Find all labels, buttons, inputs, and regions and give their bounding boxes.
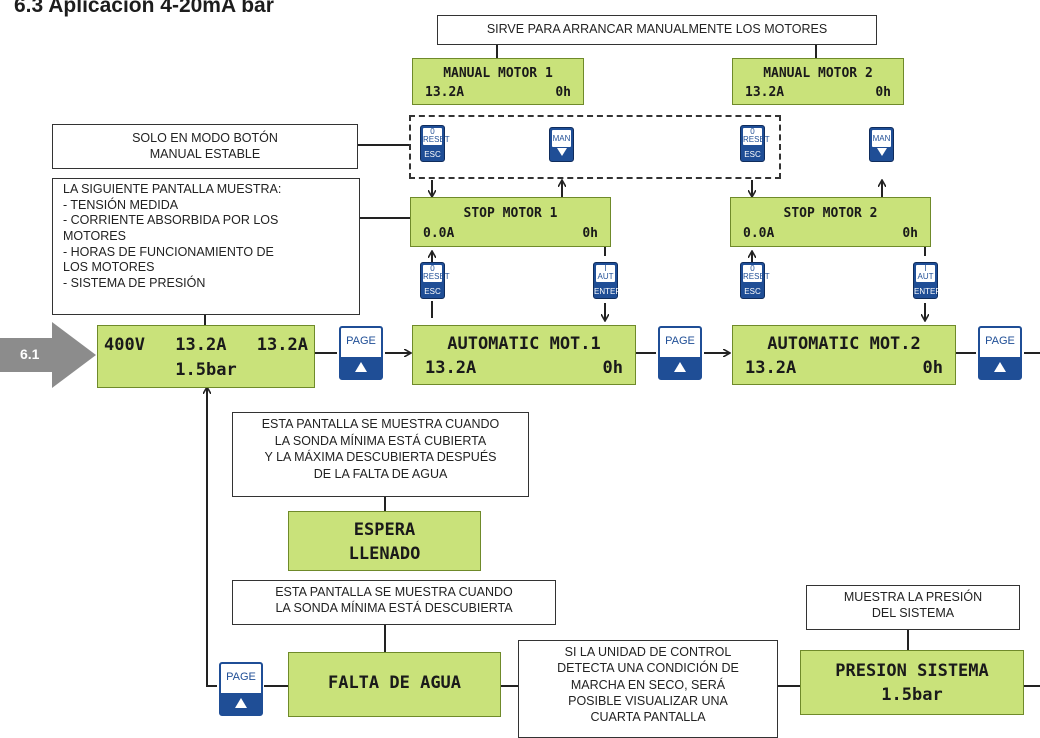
man-button[interactable]: MAN (869, 127, 894, 162)
arrow-up-icon (235, 698, 247, 708)
solo-manual-note: SOLO EN MODO BOTÓN MANUAL ESTABLE (52, 124, 358, 169)
page-button[interactable]: PAGE (658, 326, 702, 380)
seco-note: SI LA UNIDAD DE CONTROL DETECTA UNA COND… (518, 640, 778, 738)
siguiente-note: LA SIGUIENTE PANTALLA MUESTRA: - TENSIÓN… (52, 178, 360, 315)
espera-note: ESTA PANTALLA SE MUESTRA CUANDO LA SONDA… (232, 412, 529, 497)
entry-label: 6.1 (20, 346, 40, 362)
page-button[interactable]: PAGE (339, 326, 383, 380)
presion-note: MUESTRA LA PRESIÓN DEL SISTEMA (806, 585, 1020, 630)
manual-note: SIRVE PARA ARRANCAR MANUALMENTE LOS MOTO… (437, 15, 877, 45)
entry-arrow (0, 322, 96, 388)
arrow-up-icon (674, 362, 686, 372)
arrow-up-icon (355, 362, 367, 372)
screen-falta-de-agua: FALTA DE AGUA (288, 652, 501, 717)
man-button[interactable]: MAN (549, 127, 574, 162)
manual-stable-highlight (409, 115, 781, 179)
falta-note: ESTA PANTALLA SE MUESTRA CUANDO LA SONDA… (232, 580, 556, 625)
page-title: 6.3 Aplicación 4-20mA bar (14, 0, 274, 17)
page-button[interactable]: PAGE (219, 662, 263, 716)
screen-espera-llenado: ESPERA LLENADO (288, 511, 481, 571)
arrow-up-icon (994, 362, 1006, 372)
screen-presion-sistema: PRESION SISTEMA 1.5bar (800, 650, 1024, 715)
page-button[interactable]: PAGE (978, 326, 1022, 380)
